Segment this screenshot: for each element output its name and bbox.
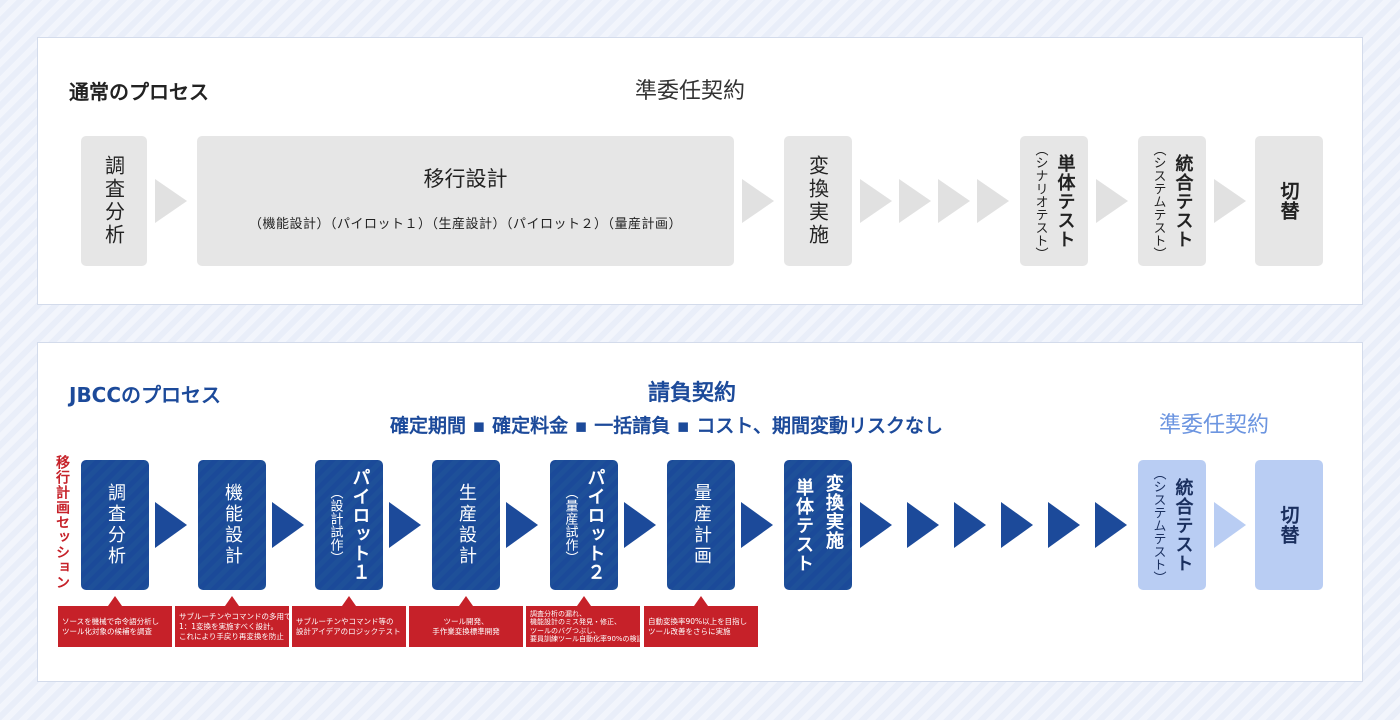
step-label: 量産計画	[691, 483, 712, 567]
note-function-design: サブルーチンやコマンドの多用で 1：1変換を実施すべく設計。 これにより手戻り再…	[175, 606, 292, 647]
step-cutover: 切替	[1255, 460, 1323, 590]
step-integration-test: （システムテスト） 統合テスト	[1138, 460, 1206, 590]
note-survey: ソースを機械で命令語分析し ツール化対象の候補を調査	[58, 606, 172, 647]
step-label: 調査分析	[101, 155, 126, 247]
step-pilot-1: （設計試作） パイロット１	[315, 460, 383, 590]
arrow-icon	[742, 179, 774, 223]
step-label: 生産設計	[456, 483, 477, 567]
quasi-mandate-contract-label: 準委任契約	[1159, 413, 1270, 438]
arrow-icon	[1048, 502, 1080, 548]
step-sublabel: （量産試作）	[562, 486, 578, 564]
arrow-icon	[155, 179, 187, 223]
step-function-design: 機能設計	[198, 460, 266, 590]
arrow-icon	[624, 502, 656, 548]
arrow-icon	[1001, 502, 1033, 548]
arrow-icon	[155, 502, 187, 548]
arrow-icon	[860, 179, 892, 223]
step-label: 変換実施	[805, 155, 830, 247]
standard-process-panel: 通常のプロセス 準委任契約 調査分析 移行設計 （機能設計）（パイロット１）（生…	[37, 37, 1363, 305]
migration-design-substeps: （機能設計）（パイロット１）（生産設計）（パイロット２）（量産計画）	[248, 216, 682, 232]
step-label: パイロット１	[349, 468, 371, 582]
step-label: 統合テスト	[1172, 477, 1194, 573]
arrow-icon	[389, 502, 421, 548]
arrow-icon	[1095, 502, 1127, 548]
step-label: 移行設計	[423, 166, 508, 191]
note-pointer	[577, 596, 591, 606]
step-conversion: 変換実施	[784, 136, 852, 266]
arrow-icon	[272, 502, 304, 548]
note-pointer	[342, 596, 356, 606]
step-unit-test: （シナリオテスト） 単体テスト	[1020, 136, 1088, 266]
contract-terms: 確定期間 ▪ 確定料金 ▪ 一括請負 ▪ コスト、期間変動リスクなし	[390, 415, 943, 437]
note-production-design: ツール開発、 手作業変換標準開発	[409, 606, 523, 647]
step-integration-test: （システムテスト） 統合テスト	[1138, 136, 1206, 266]
arrow-icon	[954, 502, 986, 548]
arrow-icon	[938, 179, 970, 223]
step-label: 単体テスト	[1054, 153, 1076, 249]
arrow-icon	[860, 502, 892, 548]
arrow-icon	[741, 502, 773, 548]
arrow-icon	[1214, 179, 1246, 223]
note-pointer	[694, 596, 708, 606]
step-mass-production-plan: 量産計画	[667, 460, 735, 590]
jbcc-process-title: JBCCのプロセス	[69, 383, 222, 407]
arrow-icon	[506, 502, 538, 548]
quasi-mandate-contract-label: 準委任契約	[635, 79, 746, 104]
note-mass-production-plan: 自動変換率90%以上を目指し ツール改善をさらに実施	[644, 606, 758, 647]
note-pilot-1: サブルーチンやコマンド等の 設計アイデアのロジックテスト	[292, 606, 406, 647]
step-cutover: 切替	[1255, 136, 1323, 266]
step-sublabel: （設計試作）	[327, 486, 343, 564]
step-label: パイロット２	[584, 468, 606, 582]
arrow-icon	[977, 179, 1009, 223]
step-sublabel: （システムテスト）	[1150, 142, 1166, 260]
step-label: 機能設計	[222, 483, 243, 567]
step-label: 切替	[1277, 181, 1300, 221]
step-label: 調査分析	[105, 483, 126, 567]
arrow-icon	[1096, 179, 1128, 223]
planning-session-label: 移行計画セッション	[54, 455, 70, 590]
step-migration-design: 移行設計 （機能設計）（パイロット１）（生産設計）（パイロット２）（量産計画）	[197, 136, 734, 266]
step-label: 統合テスト	[1172, 153, 1194, 249]
step-survey-analysis: 調査分析	[81, 136, 147, 266]
note-pointer	[225, 596, 239, 606]
step-production-design: 生産設計	[432, 460, 500, 590]
contract-type-label: 請負契約	[648, 381, 737, 406]
step-pilot-2: （量産試作） パイロット２	[550, 460, 618, 590]
arrow-icon	[1214, 502, 1246, 548]
note-pointer	[459, 596, 473, 606]
note-pilot-2: 調査分析の漏れ、 機能設計のミス発見・修正、 ツールのバグつぶし、 要員訓練ツー…	[526, 606, 644, 647]
step-sublabel: （システムテスト）	[1150, 466, 1166, 584]
step-unit-test-conversion: 単体テスト 変換実施	[784, 460, 852, 590]
standard-process-title: 通常のプロセス	[69, 80, 209, 104]
step-sublabel: （シナリオテスト）	[1032, 142, 1048, 260]
arrow-icon	[907, 502, 939, 548]
step-label: 変換実施	[823, 474, 844, 550]
arrow-icon	[899, 179, 931, 223]
step-label: 単体テスト	[793, 477, 814, 573]
step-survey-analysis: 調査分析	[81, 460, 149, 590]
step-label: 切替	[1277, 505, 1300, 545]
jbcc-process-panel: JBCCのプロセス 請負契約 確定期間 ▪ 確定料金 ▪ 一括請負 ▪ コスト、…	[37, 342, 1363, 682]
note-pointer	[108, 596, 122, 606]
